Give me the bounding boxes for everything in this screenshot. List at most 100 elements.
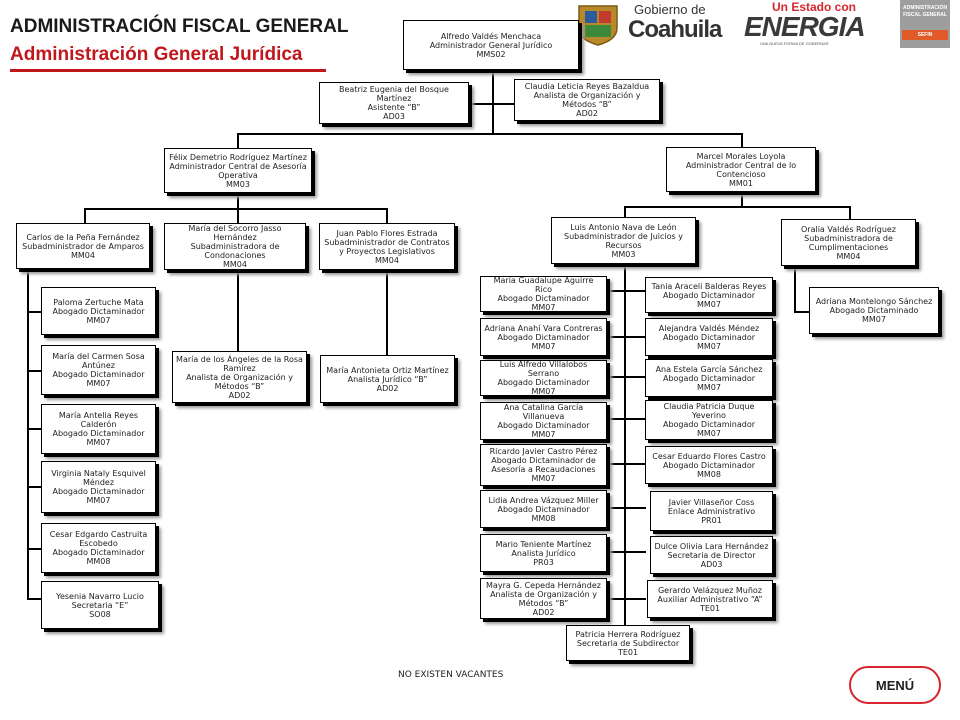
position-code: MM04	[223, 260, 247, 269]
position-title: Subadministradora de	[804, 233, 893, 243]
connector	[492, 70, 494, 134]
org-box-secretaria-subdirector: Patricia Herrera Rodríguez Secretaria de…	[566, 625, 690, 661]
person-name: Cesar Edgardo Castruita	[49, 530, 148, 539]
person-name: Paloma Zertuche Mata	[53, 297, 144, 307]
org-box-enlace-administrativo: Javier Villaseñor Coss Enlace Administra…	[650, 491, 773, 531]
position-title: Enlace Administrativo	[667, 506, 756, 516]
org-box-abogado-dictaminador: Alejandra Valdés Méndez Abogado Dictamin…	[645, 318, 773, 356]
person-name: María Antelia Reyes	[58, 411, 139, 420]
connector	[606, 598, 646, 600]
position-code: MM03	[611, 249, 636, 259]
connector	[606, 551, 646, 553]
vacancies-note: NO EXISTEN VACANTES	[398, 670, 504, 680]
position-title: Subadministradora de	[190, 242, 280, 251]
position-title: Abogado Dictaminador	[497, 504, 590, 514]
org-box-abogado-dictaminador: Adriana Montelongo Sánchez Abogado Dicta…	[809, 287, 939, 334]
person-name: Oralia Valdés Rodríguez	[800, 224, 897, 234]
position-code: MM08	[697, 469, 721, 479]
position-title: Abogado Dictaminador	[662, 420, 755, 429]
position-title-cont: Métodos “B”	[214, 381, 265, 391]
connector	[237, 193, 239, 209]
person-name: Patricia Herrera Rodríguez	[575, 629, 681, 639]
afg-line3: SEFIN	[902, 30, 948, 40]
position-code: MM07	[531, 303, 556, 312]
person-name-cont: Méndez	[82, 478, 115, 487]
person-name: Claudia Leticia Reyes Bazaldua	[524, 82, 650, 91]
position-code: MM07	[531, 474, 556, 483]
position-title: Subadministrador de Contratos	[324, 237, 450, 247]
connector	[741, 133, 743, 147]
connector	[606, 376, 646, 378]
position-title-cont: Asesoría a Recaudaciones	[491, 465, 596, 474]
connector	[27, 486, 42, 488]
position-code: MM04	[836, 251, 861, 261]
org-box-secretaria-director: Dulce Olivia Lara Hernández Secretaria d…	[650, 536, 773, 574]
position-code: AD03	[700, 559, 723, 569]
person-name: Cesar Eduardo Flores Castro	[652, 451, 766, 461]
person-name: Claudia Patricia Duque	[663, 402, 755, 411]
menu-button[interactable]: MENÚ	[849, 666, 941, 704]
person-name-cont: Yeverino	[692, 411, 726, 420]
org-box-abogado-dictaminador: Ana Catalina García Villanueva Abogado D…	[480, 402, 607, 440]
gobierno-line2: Coahuila	[628, 16, 722, 43]
org-box-analista-juridico: Mario Teniente Martínez Analista Jurídic…	[480, 534, 607, 572]
position-code: MM07	[531, 341, 556, 351]
person-name: Luis Alfredo Villalobos Serrano	[499, 360, 588, 378]
person-name: Carlos de la Peña Fernández	[26, 232, 140, 242]
position-code: MM04	[375, 255, 399, 265]
person-name: Alejandra Valdés Méndez	[658, 323, 760, 333]
connector	[237, 133, 742, 135]
org-box-abogado-dictaminador: Adriana Anahí Vara Contreras Abogado Dic…	[480, 318, 607, 356]
person-name: María del Carmen Sosa	[52, 352, 145, 361]
position-title-cont: y Proyectos Legislativos	[339, 246, 435, 256]
org-box-analista-organizacion-metodos: Claudia Leticia Reyes Bazaldua Analista …	[514, 79, 660, 121]
position-code: MM08	[86, 557, 111, 566]
org-box-analista-juridico-b: María Antonieta Ortiz Martínez Analista …	[320, 355, 455, 403]
person-name: Gerardo Velázquez Muñoz	[657, 585, 763, 595]
position-title-cont: Operativa	[218, 170, 258, 180]
position-code: MM04	[71, 250, 95, 260]
position-title: Subadministrador de Amparos	[22, 241, 144, 251]
connector	[386, 208, 388, 224]
position-code: SO08	[89, 609, 111, 619]
org-box-abogado-dictaminador: María Guadalupe Aguirre Rico Abogado Dic…	[480, 276, 607, 312]
person-name: Adriana Anahí Vara Contreras	[484, 323, 603, 333]
org-box-subadministradora-condonaciones: María del Socorro Jasso Hernández Subadm…	[164, 223, 306, 270]
energia-line2: ENERGIA	[744, 11, 866, 42]
position-code: MM07	[86, 379, 111, 388]
position-title: Analista Jurídico “B”	[347, 374, 428, 384]
position-title: Administrador General Jurídico	[429, 40, 553, 50]
person-name: Mayra G. Cepeda Hernández	[486, 580, 601, 590]
person-name: Marcel Morales Loyola	[696, 151, 786, 161]
position-code: MM08	[531, 513, 556, 523]
position-title: Abogado Dictaminador	[662, 460, 755, 470]
position-title: Auxiliar Administrativo “A”	[657, 594, 763, 604]
position-code: MMS02	[476, 49, 506, 59]
person-name: Virginia Nataly Esquivel	[51, 469, 146, 478]
person-name: Juan Pablo Flores Estrada	[336, 228, 438, 238]
position-code: MM01	[729, 178, 753, 188]
org-box-abogado-dictaminador: Claudia Patricia Duque Yeverino Abogado …	[645, 400, 773, 440]
person-name: Javier Villaseñor Coss	[668, 497, 755, 507]
position-title: Analista de Organización y	[533, 91, 641, 100]
position-title: Abogado Dictaminador	[497, 421, 590, 430]
connector	[606, 290, 646, 292]
position-code: MM07	[86, 438, 111, 447]
org-box-subadministradora-cumplimentaciones: Oralia Valdés Rodríguez Subadministrador…	[781, 219, 916, 266]
position-title-cont: Condonaciones	[204, 251, 266, 260]
gobierno-coahuila-logo: Gobierno de Coahuila	[626, 2, 734, 46]
person-name: Mario Teniente Martínez	[495, 539, 592, 549]
org-box-abogado-dictaminador: Virginia Nataly Esquivel Méndez Abogado …	[41, 461, 156, 513]
person-name-cont: Hernández	[213, 233, 257, 242]
person-name: Yesenia Navarro Lucio	[56, 591, 144, 601]
position-title-cont: Cumplimentaciones	[808, 242, 889, 252]
position-code: AD02	[376, 383, 399, 393]
position-title: Subadministrador de Juicios y	[564, 231, 683, 241]
connector	[624, 206, 626, 218]
connector	[237, 208, 239, 224]
position-code: MM07	[86, 496, 111, 505]
gobierno-line1: Gobierno de	[634, 2, 706, 17]
connector	[468, 103, 514, 105]
connector	[606, 507, 646, 509]
connector	[27, 548, 42, 550]
